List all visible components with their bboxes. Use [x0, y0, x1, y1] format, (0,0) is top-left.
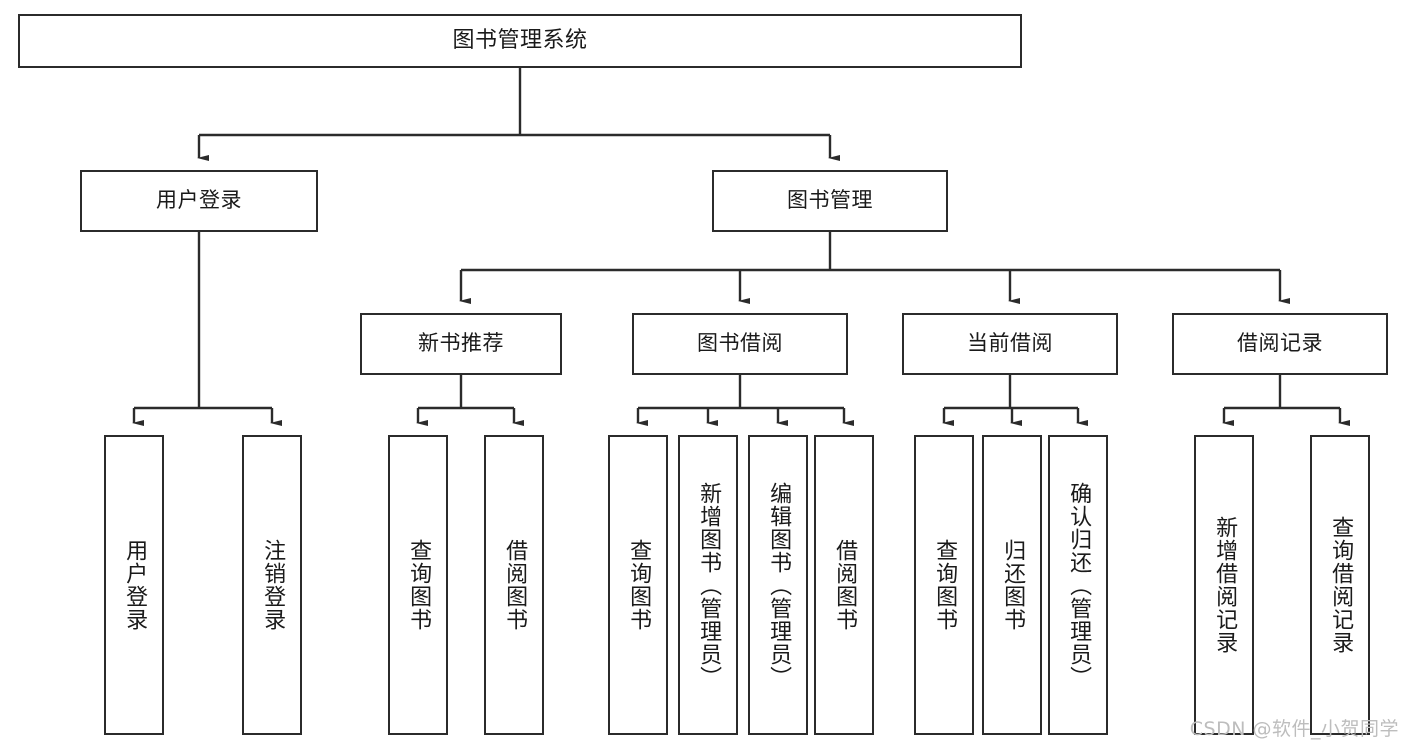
node-leaf-edit-book-label: 编辑图书（管理员） [766, 481, 792, 689]
node-leaf-user-logout-label: 注销登录 [260, 539, 286, 631]
node-book-borrow[interactable]: 图书借阅 [632, 313, 848, 375]
node-leaf-user-login-label: 用户登录 [122, 539, 148, 631]
node-leaf-user-logout[interactable]: 注销登录 [242, 435, 302, 735]
node-leaf-query-record[interactable]: 查询借阅记录 [1310, 435, 1370, 735]
node-book-manage[interactable]: 图书管理 [712, 170, 948, 232]
node-borrow-record[interactable]: 借阅记录 [1172, 313, 1388, 375]
node-leaf-borrow-book-rec[interactable]: 借阅图书 [484, 435, 544, 735]
node-leaf-query-book-borrow[interactable]: 查询图书 [608, 435, 668, 735]
node-leaf-confirm-return-label: 确认归还（管理员） [1066, 481, 1092, 689]
node-leaf-query-book-rec[interactable]: 查询图书 [388, 435, 448, 735]
node-leaf-query-book-cur[interactable]: 查询图书 [914, 435, 974, 735]
node-root-label: 图书管理系统 [452, 27, 588, 53]
node-leaf-add-book[interactable]: 新增图书（管理员） [678, 435, 738, 735]
node-new-book-rec-label: 新书推荐 [418, 331, 504, 356]
node-leaf-borrow-book-label: 借阅图书 [832, 539, 858, 631]
node-leaf-add-record[interactable]: 新增借阅记录 [1194, 435, 1254, 735]
node-leaf-query-book-borrow-label: 查询图书 [626, 539, 652, 631]
watermark-text: CSDN @软件_小贺同学 [1189, 718, 1399, 740]
node-current-borrow-label: 当前借阅 [967, 331, 1053, 356]
node-leaf-borrow-book[interactable]: 借阅图书 [814, 435, 874, 735]
node-leaf-add-record-label: 新增借阅记录 [1212, 516, 1238, 654]
node-book-borrow-label: 图书借阅 [697, 331, 783, 356]
node-user-login-label: 用户登录 [156, 188, 242, 213]
node-root[interactable]: 图书管理系统 [18, 14, 1022, 68]
node-borrow-record-label: 借阅记录 [1237, 331, 1323, 356]
node-book-manage-label: 图书管理 [787, 188, 873, 213]
node-leaf-user-login[interactable]: 用户登录 [104, 435, 164, 735]
node-leaf-confirm-return[interactable]: 确认归还（管理员） [1048, 435, 1108, 735]
node-leaf-return-book-label: 归还图书 [1000, 539, 1026, 631]
node-leaf-edit-book[interactable]: 编辑图书（管理员） [748, 435, 808, 735]
node-leaf-borrow-book-rec-label: 借阅图书 [502, 539, 528, 631]
node-leaf-return-book[interactable]: 归还图书 [982, 435, 1042, 735]
node-leaf-query-book-rec-label: 查询图书 [406, 539, 432, 631]
node-leaf-query-book-cur-label: 查询图书 [932, 539, 958, 631]
node-leaf-add-book-label: 新增图书（管理员） [696, 481, 722, 689]
node-new-book-rec[interactable]: 新书推荐 [360, 313, 562, 375]
node-leaf-query-record-label: 查询借阅记录 [1328, 516, 1354, 654]
node-user-login[interactable]: 用户登录 [80, 170, 318, 232]
node-current-borrow[interactable]: 当前借阅 [902, 313, 1118, 375]
